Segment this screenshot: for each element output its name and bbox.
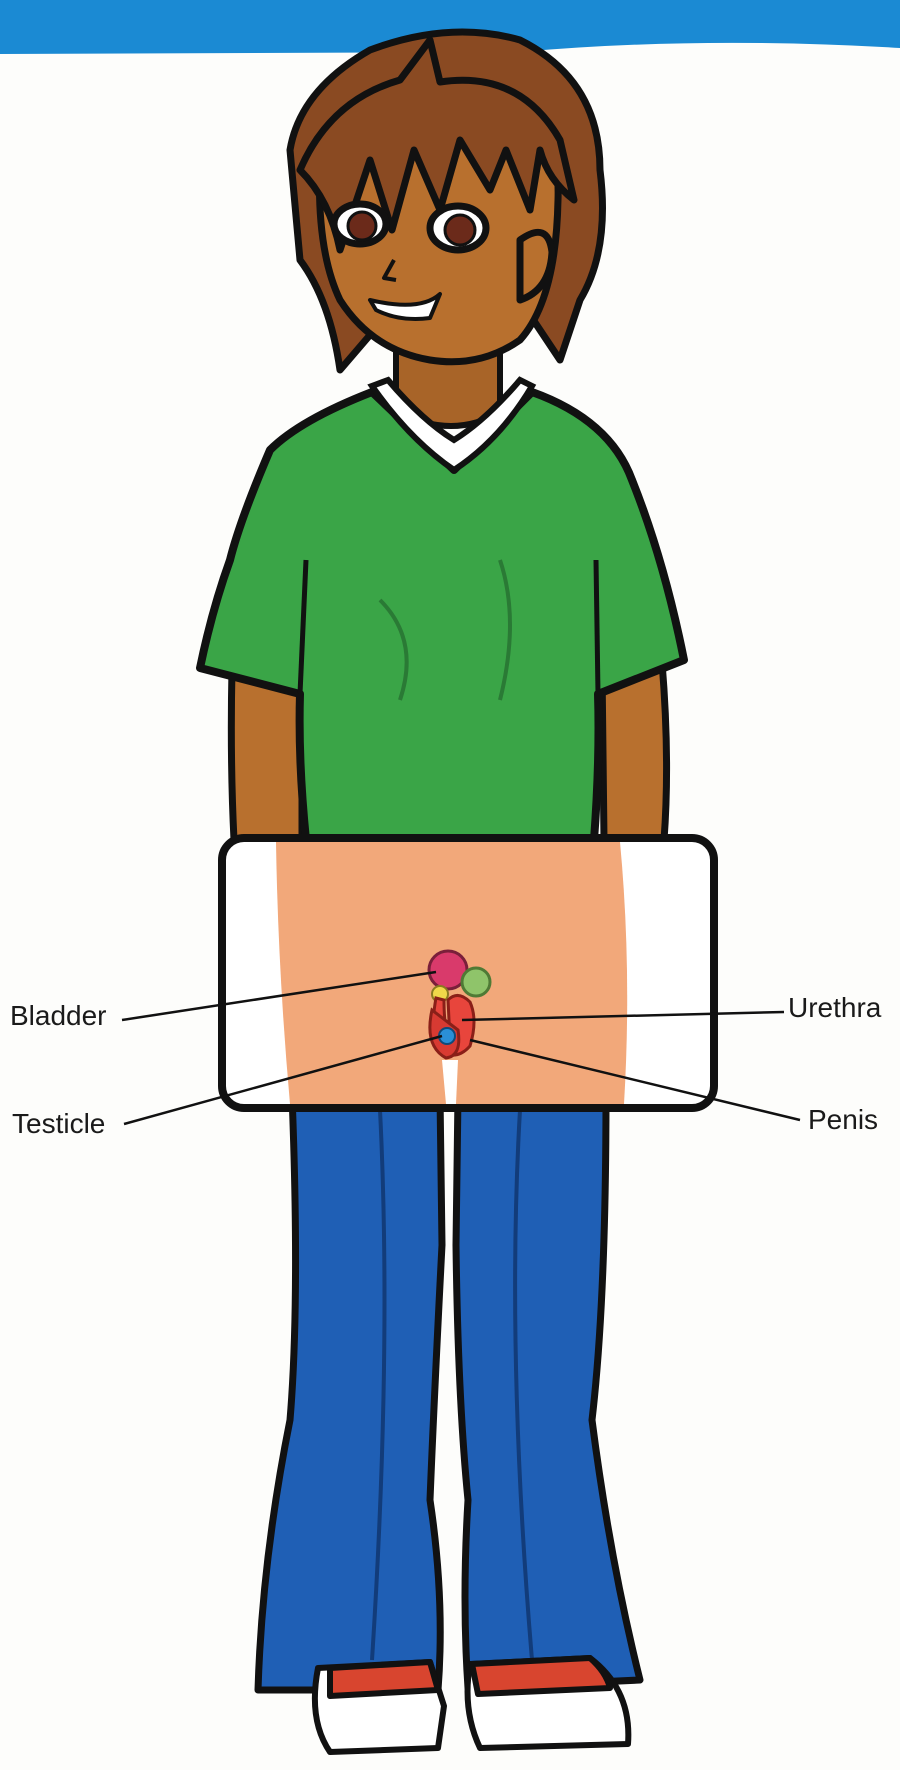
- bladder-label: Bladder: [10, 1000, 107, 1032]
- prostate-organ: [462, 968, 490, 996]
- anatomy-inset: [222, 838, 714, 1108]
- urethra-label: Urethra: [788, 992, 881, 1024]
- testicle-label: Testicle: [12, 1108, 105, 1140]
- shoes: [315, 1658, 628, 1752]
- penis-label: Penis: [808, 1104, 878, 1136]
- head: [290, 32, 603, 370]
- jeans: [258, 1095, 640, 1690]
